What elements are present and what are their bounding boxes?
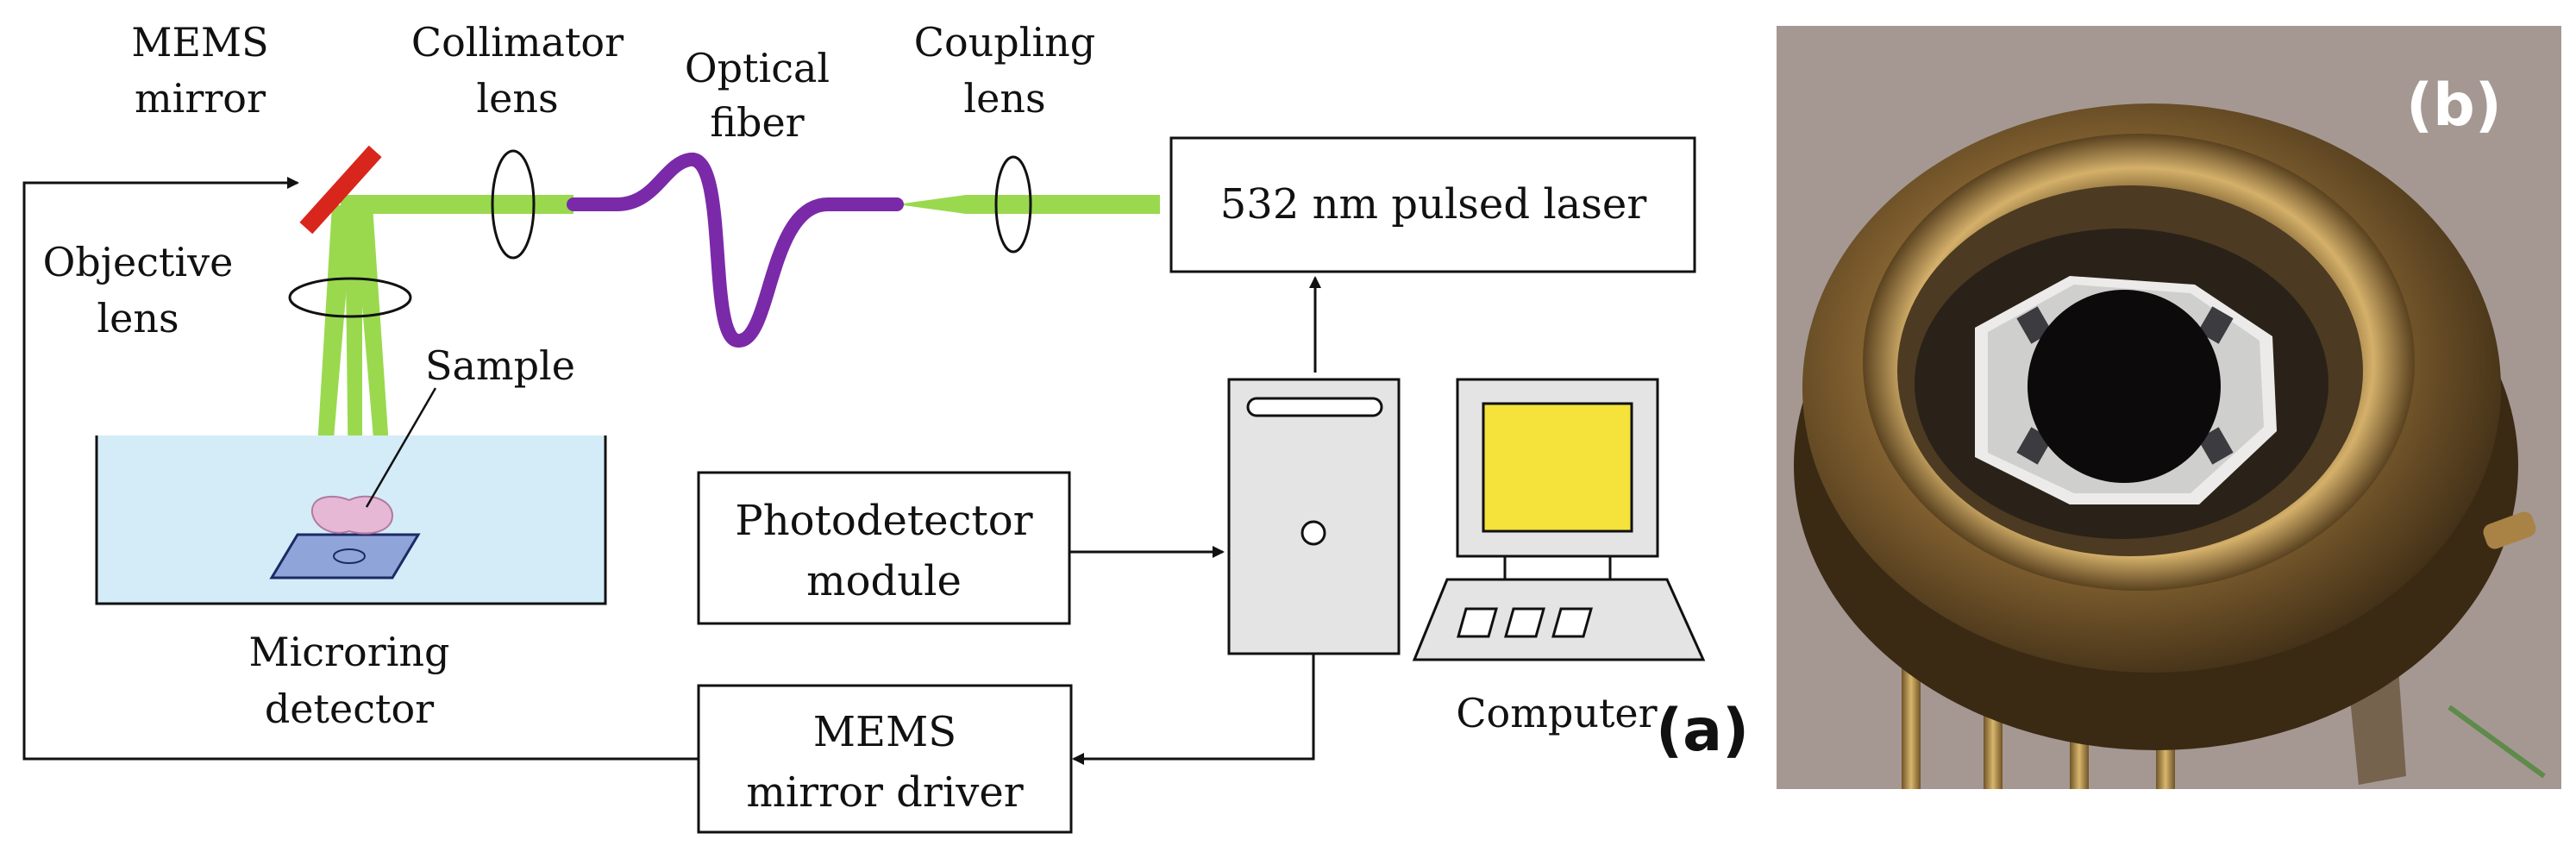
- tower-to-driver-arrow: [1072, 654, 1315, 765]
- panel-b-label: (b): [2406, 72, 2502, 140]
- sample-icon: [310, 495, 394, 535]
- beam-coupling-to-laser: [897, 195, 1160, 214]
- laser-box-label: 532 nm pulsed laser: [1220, 180, 1647, 229]
- computer-label: Computer: [1456, 690, 1657, 736]
- microring-label-line1: Microring: [248, 629, 449, 675]
- coupling-label-line1: Coupling: [914, 19, 1095, 66]
- optical-fiber-label-line2: fiber: [710, 99, 804, 146]
- objective-label-line2: lens: [97, 295, 179, 341]
- photodetector-box: Photodetector module: [697, 471, 1071, 625]
- laser-box: 532 nm pulsed laser: [1169, 136, 1696, 273]
- sample-label: Sample: [425, 342, 575, 389]
- mems-mirror-icon: [299, 145, 382, 235]
- optical-fiber-icon: [567, 153, 904, 348]
- microring-label-line2: detector: [265, 686, 434, 732]
- coupling-lens-icon: [994, 155, 1032, 254]
- mems-driver-box: MEMS mirror driver: [697, 684, 1073, 834]
- collimator-label-line2: lens: [476, 75, 558, 122]
- driver-label-line2: mirror driver: [746, 768, 1023, 817]
- beam-mirror-to-fiber: [341, 195, 573, 214]
- microring-detector-icon: [269, 533, 421, 579]
- coupling-label-line2: lens: [963, 75, 1045, 122]
- collimator-label-line1: Collimator: [411, 19, 624, 66]
- collimator-lens-icon: [491, 149, 536, 260]
- mems-chip: [1975, 276, 2277, 504]
- objective-label-line1: Objective: [43, 239, 234, 285]
- photo-panel: (b): [1777, 26, 2561, 789]
- pc-tower-icon: [1227, 378, 1401, 655]
- mems-mirror-label-line1: MEMS: [131, 19, 268, 66]
- photodetector-label-line1: Photodetector: [735, 497, 1032, 545]
- panel-a-label: (a): [1656, 697, 1749, 765]
- feedback-loop-line: [22, 177, 699, 761]
- objective-lens-icon: [288, 277, 412, 318]
- mems-mirror-label-line2: mirror: [135, 75, 266, 122]
- computer-icon: [1412, 378, 1706, 661]
- sample-leader-line: [365, 387, 437, 508]
- driver-label-line1: MEMS: [813, 708, 956, 756]
- optical-fiber-label-line1: Optical: [685, 45, 830, 91]
- photodetector-label-line2: module: [806, 557, 962, 605]
